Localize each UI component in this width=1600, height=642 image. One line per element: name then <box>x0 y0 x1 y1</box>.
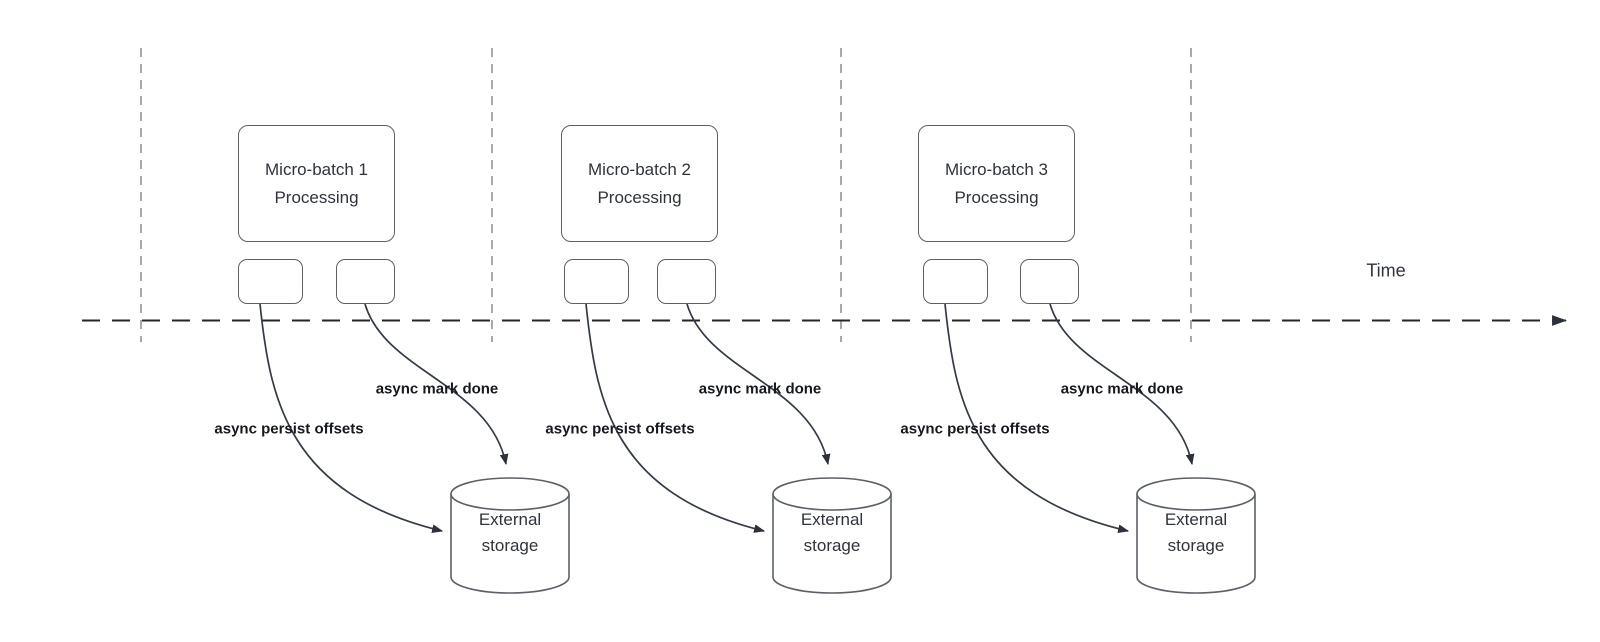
task-box-2a <box>564 259 629 304</box>
external-storage-label-2: External storage <box>800 510 864 555</box>
task-box-3b <box>1020 259 1079 304</box>
storage-cylinder-1 <box>450 477 570 594</box>
persist-offsets-label-1: async persist offsets <box>214 420 364 438</box>
mark-done-label-1: async mark done <box>375 380 499 398</box>
persist-offsets-label-3: async persist offsets <box>900 420 1050 438</box>
persist-offsets-connector-2 <box>585 303 766 533</box>
task-box-2b <box>657 259 716 304</box>
mark-done-label-2: async mark done <box>698 380 822 398</box>
external-storage-label-3: External storage <box>1164 510 1228 555</box>
time-axis-label: Time <box>1366 260 1406 281</box>
storage-cylinder-2 <box>772 477 892 594</box>
persist-offsets-label-2: async persist offsets <box>545 420 695 438</box>
microbatch-1-processing-box: Micro-batch 1 Processing <box>238 125 395 242</box>
task-box-1b <box>336 259 395 304</box>
mark-done-connector-3 <box>1049 303 1195 466</box>
mark-done-connector-1 <box>364 303 509 466</box>
external-storage-label-1: External storage <box>478 510 542 555</box>
storage-cylinder-3 <box>1136 477 1256 594</box>
task-box-3a <box>923 259 988 304</box>
persist-offsets-connector-3 <box>944 303 1130 534</box>
persist-offsets-connector-1 <box>259 303 444 533</box>
mark-done-label-3: async mark done <box>1060 380 1184 398</box>
task-box-1a <box>238 259 303 304</box>
microbatch-3-processing-box: Micro-batch 3 Processing <box>918 125 1075 242</box>
mark-done-connector-2 <box>686 303 831 466</box>
microbatch-2-processing-box: Micro-batch 2 Processing <box>561 125 718 242</box>
